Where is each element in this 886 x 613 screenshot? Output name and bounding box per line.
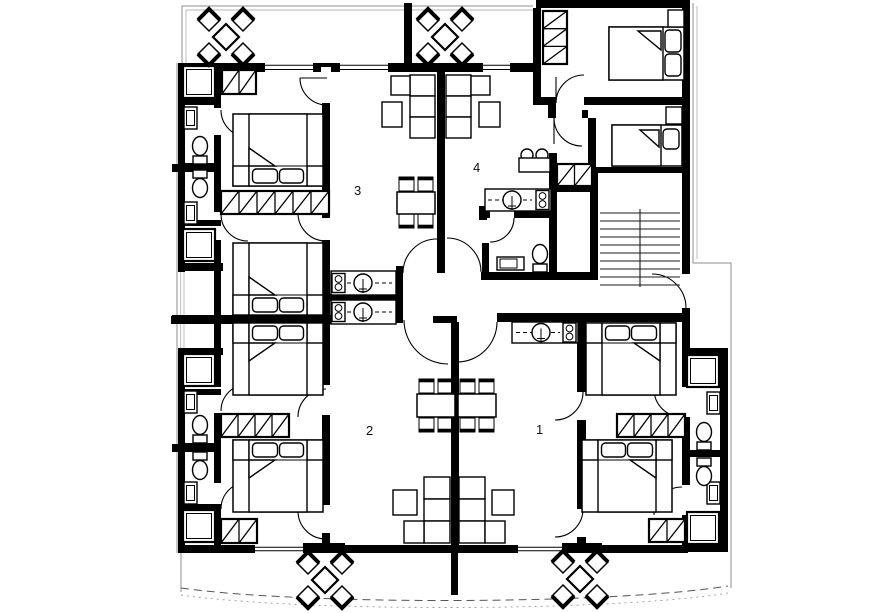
coffee-table-icon — [491, 489, 515, 516]
apartment-4-entry-door-icon — [446, 237, 482, 273]
sofa-icon — [392, 476, 451, 544]
sink-icon — [183, 201, 198, 225]
breakfast-bar-icon — [518, 148, 551, 173]
apartment-4-label: 4 — [473, 160, 480, 175]
door-swing-icon — [554, 391, 584, 421]
door-swing-icon — [489, 217, 515, 243]
apartment-1-entry-door-icon — [456, 321, 498, 363]
staircase-icon — [600, 209, 680, 287]
sofa-icon — [381, 74, 436, 139]
kitchen-sink-icon — [353, 302, 373, 323]
kitchen-sink-icon — [502, 190, 522, 211]
toilet-icon — [191, 135, 209, 165]
sofas — [381, 74, 515, 544]
door-swing-icon — [220, 213, 249, 242]
shower-icon — [181, 508, 217, 544]
shower-icon — [685, 353, 721, 389]
double-bed-icon — [232, 242, 324, 316]
toilet-icon — [191, 451, 209, 481]
coffee-table-icon — [381, 101, 403, 128]
kitchen-counter-icon — [511, 321, 579, 344]
door-swing-icon — [554, 508, 584, 538]
stove-icon — [331, 272, 346, 294]
door-swing-icon — [297, 212, 327, 242]
toilet-icon — [695, 457, 713, 487]
double-bed-icon — [232, 439, 324, 513]
door-swings — [220, 74, 687, 540]
stove-icon — [331, 301, 346, 323]
apartment-3-entry-door-icon — [402, 238, 438, 274]
sofa-icon — [458, 476, 515, 544]
sink-icon — [183, 481, 198, 505]
terrace-edge-line — [180, 585, 729, 601]
shower-icon — [181, 64, 217, 100]
door-swing-icon — [299, 77, 328, 106]
door-swing-icon — [555, 74, 585, 104]
windows — [255, 64, 562, 552]
toilet-icon — [695, 421, 713, 451]
apartment-3-label: 3 — [354, 183, 361, 198]
hatched-wardrobe-icon — [647, 517, 687, 544]
kitchen-counter-icon — [484, 188, 552, 212]
sink-icon — [706, 481, 721, 505]
dining-table-icon — [396, 175, 436, 230]
balcony-outlines — [176, 3, 732, 608]
dining-table-icon — [416, 377, 456, 434]
hatched-wardrobe-icon — [219, 189, 331, 216]
toilet-icon — [531, 243, 549, 273]
beds — [232, 9, 685, 513]
hatched-wardrobe-icon — [615, 412, 687, 439]
toilet-icon — [191, 169, 209, 199]
building-entry-door-icon — [651, 273, 687, 309]
double-bed-icon — [585, 322, 677, 396]
apartment-2-label: 2 — [366, 423, 373, 438]
washing-machine-icon — [496, 256, 525, 271]
bathroom-fixtures — [181, 64, 721, 546]
sofa-icon — [445, 74, 501, 139]
apartment-labels: 1 2 3 4 — [354, 160, 543, 438]
wardrobes — [219, 9, 687, 545]
door-swing-icon — [553, 117, 583, 147]
kitchen-counter-icon — [330, 270, 397, 296]
kitchen-counter-icon — [330, 299, 397, 325]
dining-sets — [396, 175, 497, 434]
hatched-wardrobe-icon — [555, 162, 594, 188]
hatched-wardrobe-icon — [541, 9, 569, 66]
double-bed-icon — [608, 9, 685, 81]
door-swing-icon — [297, 510, 327, 540]
kitchens — [330, 148, 579, 344]
sink-icon — [183, 106, 198, 130]
hatched-wardrobe-icon — [220, 68, 258, 96]
toilet-icon — [191, 414, 209, 444]
apartment-1-label: 1 — [536, 422, 543, 437]
coffee-table-icon — [478, 101, 501, 128]
coffee-table-icon — [392, 489, 418, 516]
sink-icon — [706, 391, 721, 415]
double-bed-icon — [581, 439, 673, 513]
hatched-wardrobe-icon — [219, 517, 259, 545]
kitchen-sink-icon — [531, 322, 551, 344]
single-bed-icon — [611, 106, 683, 167]
shower-icon — [181, 227, 217, 263]
hatched-wardrobe-icon — [219, 412, 291, 439]
shower-icon — [181, 352, 217, 388]
stove-icon — [562, 322, 577, 343]
shower-icon — [685, 510, 721, 546]
sink-icon — [183, 390, 198, 414]
dining-table-icon — [457, 377, 497, 434]
kitchen-sink-icon — [353, 273, 373, 294]
double-bed-icon — [232, 322, 324, 396]
stove-icon — [535, 189, 550, 211]
double-bed-icon — [232, 113, 324, 187]
apartment-2-entry-door-icon — [403, 319, 449, 365]
